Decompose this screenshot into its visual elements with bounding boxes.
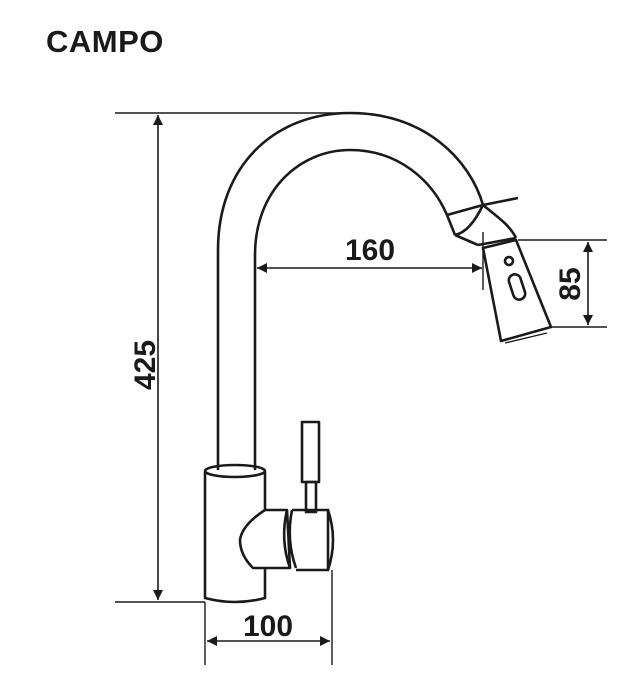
height-dimension: 425 (115, 112, 350, 603)
height-label: 425 (129, 340, 162, 390)
reach-label: 160 (345, 234, 395, 267)
base-dimension: 100 (204, 570, 333, 665)
spray-head (481, 238, 553, 344)
base-label: 100 (243, 610, 293, 643)
product-title: CAMPO (46, 24, 164, 59)
spray-head-label: 85 (554, 267, 587, 300)
spray-head-dimension: 85 (518, 239, 607, 328)
reach-dimension: 160 (257, 232, 484, 290)
faucet-body (203, 420, 335, 604)
faucet-spout (216, 111, 519, 470)
